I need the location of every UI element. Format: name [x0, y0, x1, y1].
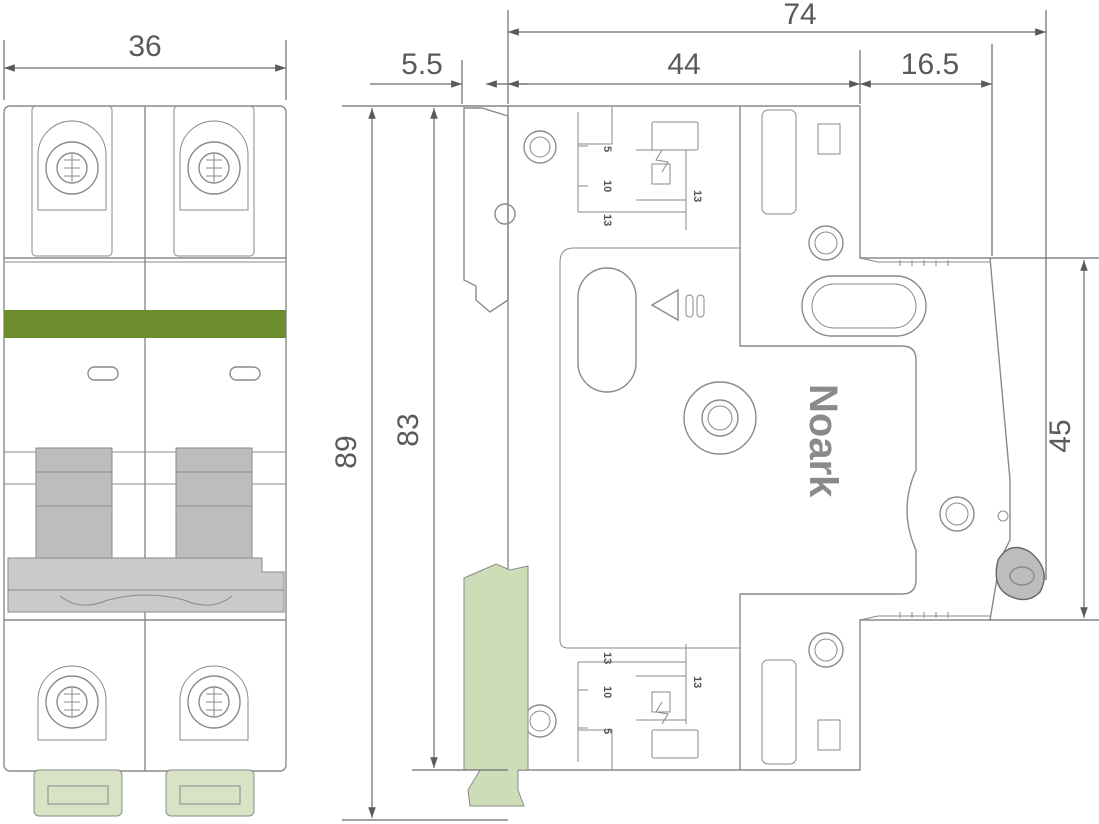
top-left-screw-icon	[45, 141, 99, 195]
dim-body-depth: 44	[667, 48, 700, 81]
right-din-clip[interactable]	[165, 769, 255, 817]
rear-rail-hook	[463, 107, 509, 313]
dim-overall-height: 89	[330, 435, 363, 468]
direction-arrow-icon	[650, 288, 679, 322]
right-toggle-handle[interactable]	[175, 447, 253, 559]
right-indicator-window	[229, 366, 261, 381]
bottom-scale: 13 10 5 13	[577, 644, 703, 762]
left-din-clip[interactable]	[33, 769, 123, 817]
svg-text:13: 13	[601, 652, 613, 664]
dim-overall-depth: 74	[783, 0, 816, 31]
svg-text:13: 13	[691, 676, 703, 688]
left-indicator-window	[87, 366, 119, 381]
center-pivot	[683, 381, 757, 455]
dim-rear-offset: 5.5	[401, 48, 443, 81]
bottom-right-screw-icon	[187, 675, 241, 729]
status-stripe	[4, 310, 286, 338]
top-right-screw-icon	[187, 141, 241, 195]
dim-body-height: 83	[392, 413, 425, 446]
dim-front-protrusion: 16.5	[901, 48, 959, 81]
svg-text:10: 10	[601, 180, 613, 192]
dim-front-face-height: 45	[1044, 419, 1077, 452]
svg-text:13: 13	[691, 190, 703, 202]
brand-logo-text: Noark	[801, 384, 845, 498]
side-view: 5 10 13 13 13 10 5 13 Noark	[330, 0, 1099, 821]
dim-front-width: 36	[128, 30, 161, 63]
bottom-left-screw-icon	[45, 675, 99, 729]
svg-text:5: 5	[601, 728, 613, 734]
svg-text:13: 13	[601, 214, 613, 226]
left-toggle-handle[interactable]	[35, 447, 113, 559]
side-handle[interactable]	[995, 546, 1045, 601]
svg-text:10: 10	[601, 686, 613, 698]
top-scale: 5 10 13 13	[577, 112, 703, 230]
handle-tie-bar[interactable]	[7, 557, 285, 613]
svg-text:5: 5	[601, 146, 613, 152]
side-body-outline	[507, 105, 1011, 771]
front-view: 36	[3, 30, 287, 817]
